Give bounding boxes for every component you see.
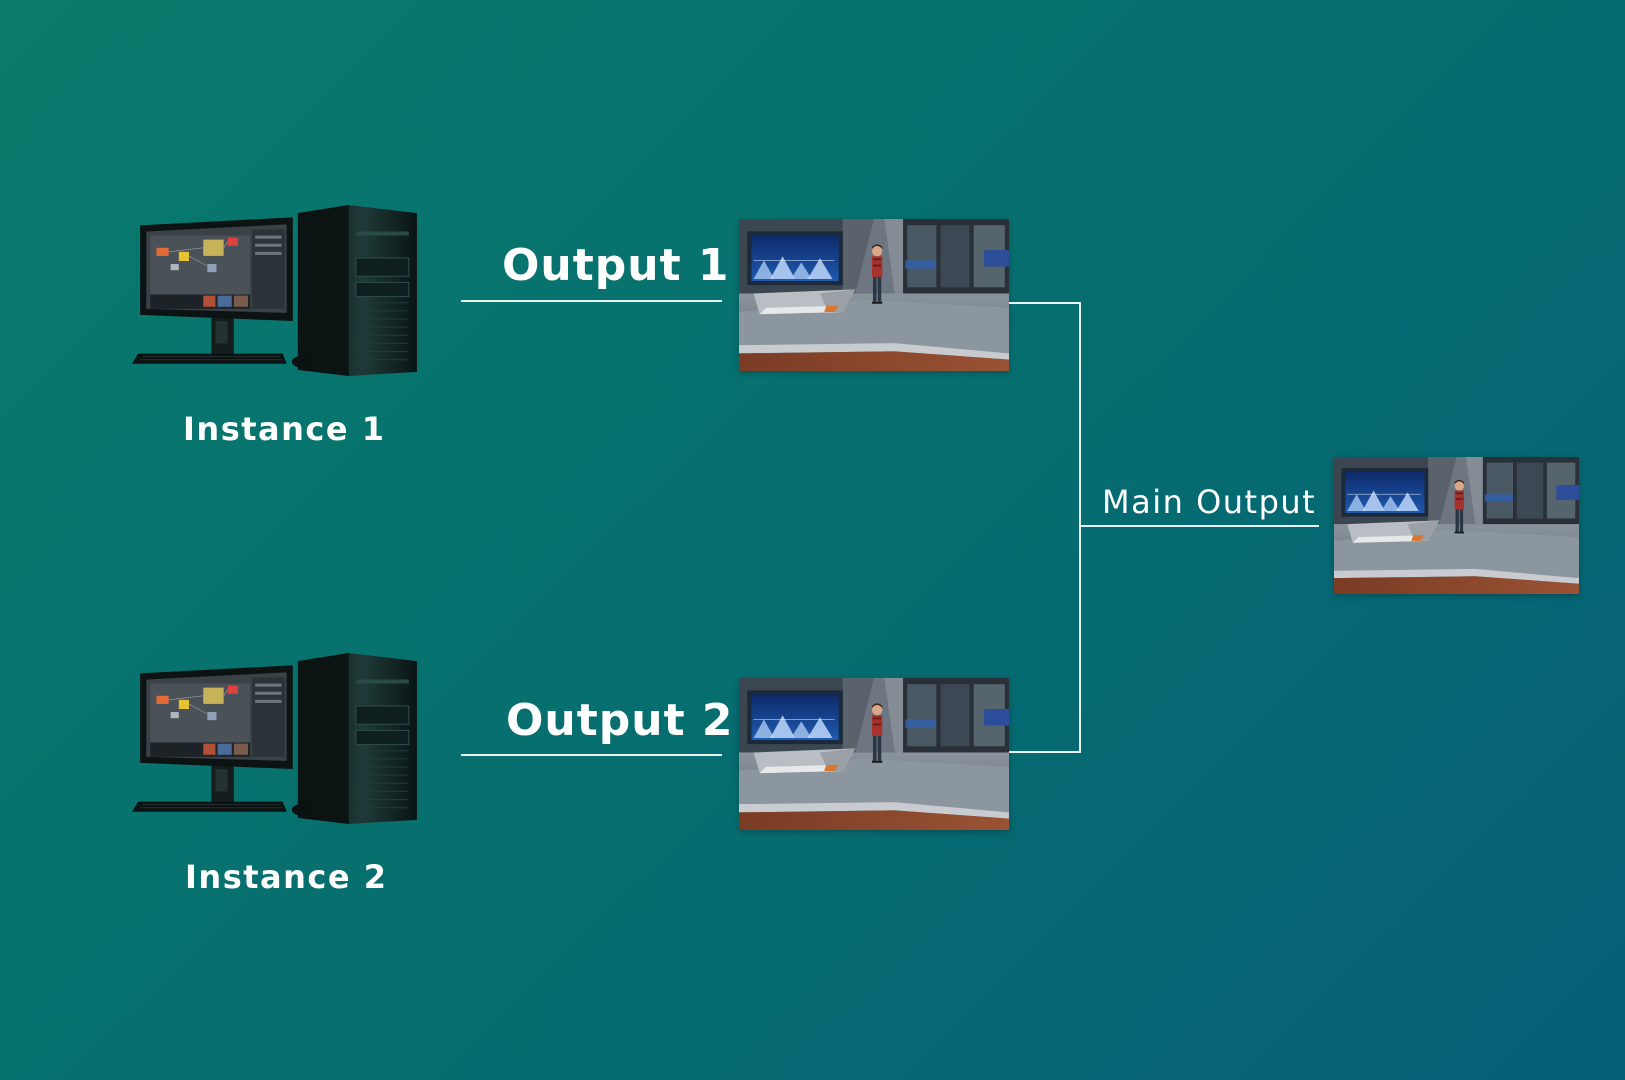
main-output-preview-image	[1334, 457, 1579, 594]
instance-1-label: Instance 1	[183, 410, 386, 448]
main-output-connector	[1080, 525, 1319, 527]
bracket-vertical-connector	[1079, 302, 1081, 753]
output-2-label: Output 2	[506, 695, 734, 746]
output-1-connector	[461, 300, 722, 302]
output-2-connector	[461, 754, 722, 756]
bracket-top-connector	[1009, 302, 1080, 304]
output-1-preview-image	[739, 219, 1009, 371]
workstation-computer-icon	[130, 200, 420, 380]
workstation-computer-icon	[130, 648, 420, 828]
bracket-bottom-connector	[1009, 751, 1080, 753]
main-output-label: Main Output	[1102, 483, 1317, 521]
instance-2-label: Instance 2	[185, 858, 388, 896]
output-1-label: Output 1	[502, 240, 730, 291]
output-2-preview-image	[739, 678, 1009, 830]
